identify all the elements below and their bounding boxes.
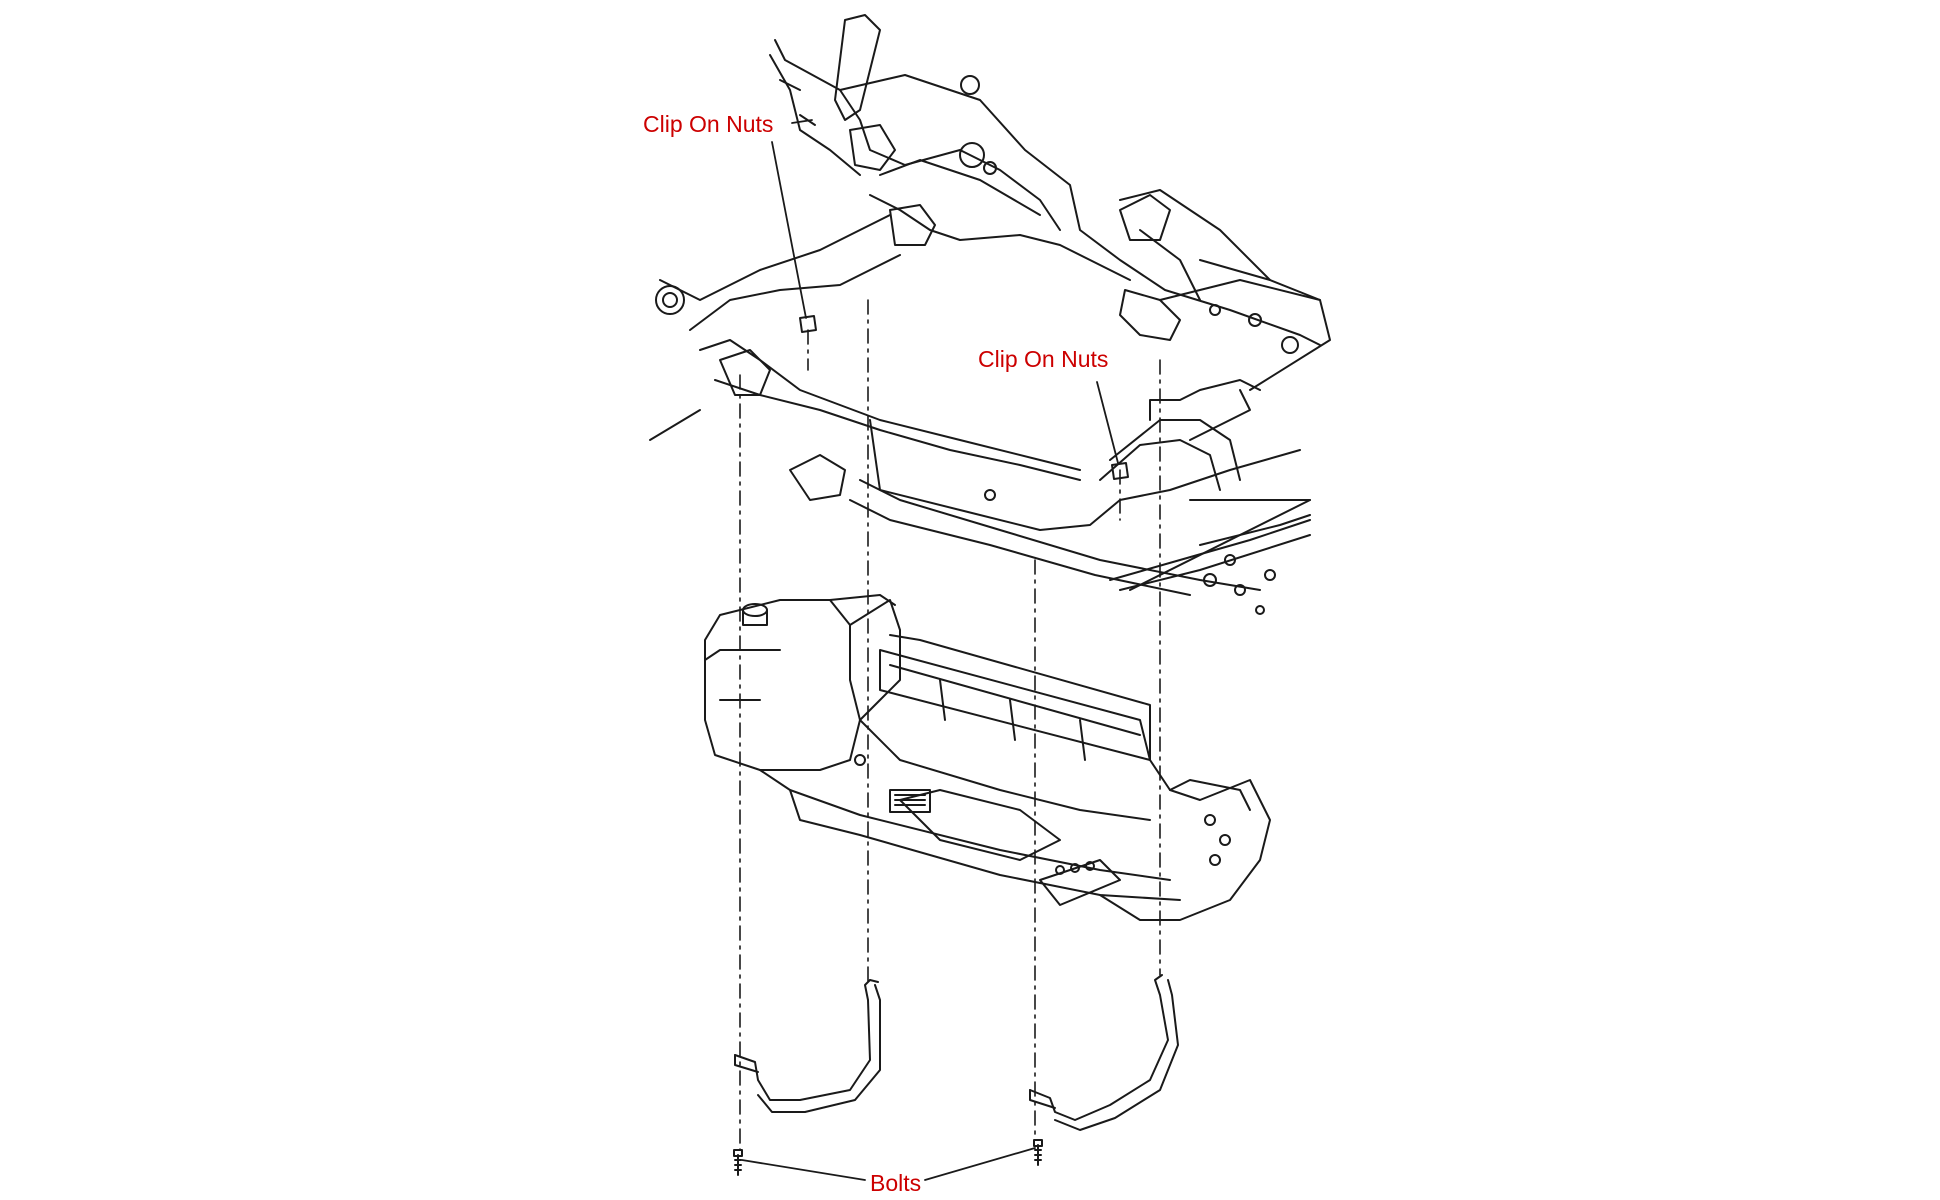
alignment-lines [739,299,1161,1151]
tank-strap-right [1029,974,1179,1131]
leader-lines [741,119,1119,1181]
tank-strap-left [734,979,881,1113]
bolt-left [733,1149,743,1176]
bolts-label: Bolts [868,1170,924,1196]
clip-on-nuts-label-upper: Clip On Nuts [641,111,776,137]
clip-on-nuts-label-lower: Clip On Nuts [976,346,1111,372]
clip-on-nut-left [799,315,817,333]
bolt-right [1033,1139,1043,1166]
clip-on-nut-right [1111,462,1129,480]
vehicle-frame [649,14,1331,615]
fuel-tank [704,594,1271,921]
